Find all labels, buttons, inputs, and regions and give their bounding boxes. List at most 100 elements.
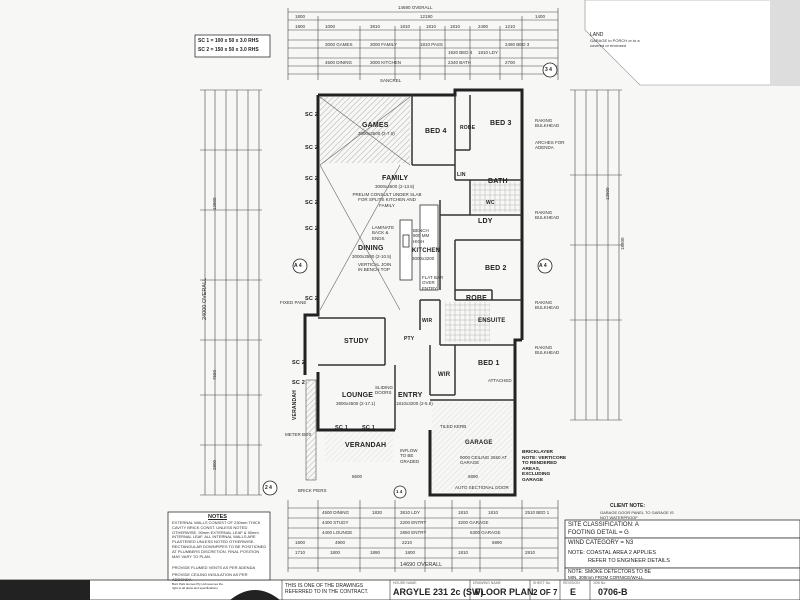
notes-text: EXTERNAL WALLS CONSIST OF 230mm THICK CA…	[172, 520, 267, 559]
top-room-pass: 1810 PASS	[420, 42, 443, 47]
top-dim-2700: 2700	[505, 60, 516, 65]
drawing-name-label: DRAWING NAME	[473, 581, 501, 585]
notes-title: NOTES	[208, 514, 227, 520]
top-room-ldy: 1810 LDY	[478, 50, 499, 55]
room-garage: GARAGE	[465, 440, 493, 446]
room-wc: WC	[486, 200, 495, 206]
job-label: JOB No.	[593, 581, 607, 585]
room-family: FAMILY	[382, 175, 409, 182]
site-coastal: NOTE: COASTAL AREA 2 APPLIES	[568, 550, 657, 556]
house-name: ARGYLE 231 2c (SW)	[393, 587, 484, 597]
legend-sc2: SC 2 = 150 x 50 x 3.0 RHS	[198, 47, 259, 53]
left-low-dim: 2800	[212, 459, 217, 470]
site-smoke-2: MIN. 300mm FROM CORNICE/WALL	[568, 575, 644, 580]
room-robe: ROBE	[466, 295, 488, 302]
room-family-size: 3000x4500 (2-13.5)	[375, 184, 415, 189]
revision: E	[570, 587, 577, 597]
bottom-r5-1: 1710	[295, 550, 306, 555]
bottom-r1-5: 1810	[488, 510, 499, 515]
top-dim-10: 1400	[535, 14, 546, 19]
pantry-note: PRELIM CONSULT UNDER SLAB FOR SPLITS KIT…	[352, 192, 422, 208]
top-dim-7: 1810	[450, 24, 461, 29]
legend-sc1: SC 1 = 100 x 50 x 3.0 RHS	[198, 38, 259, 44]
room-study: STUDY	[344, 338, 369, 345]
drawing-name: FLOOR PLAN	[475, 587, 534, 597]
room-verandah-side: VERANDAH	[292, 390, 298, 420]
room-lin: LIN	[457, 172, 466, 178]
bottom-r4-4: 6890	[492, 540, 503, 545]
top-dimension-lines	[287, 8, 559, 80]
bottom-r3-3: 6300 GARAGE	[470, 530, 501, 535]
bottom-dimension-lines	[287, 500, 559, 572]
ceiling-note: 9000 CEILING 2550 AT GARAGE	[460, 455, 507, 466]
bottom-r5-6: 2810	[525, 550, 536, 555]
room-kitchen: KITCHEN	[412, 248, 441, 254]
room-dining-size: 3000x3500 (2-10.5)	[352, 254, 392, 259]
internal-walls	[318, 95, 522, 430]
laminate-note: LAMINATE BACK & ENDS	[372, 225, 395, 241]
ceiling-diagonals	[319, 96, 411, 311]
room-wir: WIR	[438, 372, 451, 378]
room-bed1: BED 1	[478, 360, 500, 367]
bottom-r4-1: 1800	[295, 540, 306, 545]
bottom-r2-2: 2200 ENTRY	[400, 520, 427, 525]
bench-note: BENCH 900 MM HIGH	[413, 228, 430, 244]
right-dimension-lines	[570, 89, 622, 421]
top-dim-2: 1800	[295, 24, 306, 29]
marker-a4-left: A 4	[294, 263, 302, 269]
top-room-family: 3000 FAMILY	[370, 42, 397, 47]
bottom-r1-3: 3810 LDY	[400, 510, 421, 515]
meter-box-note: METER BOX	[285, 432, 312, 437]
top-room-bed4: 1920 BED 4	[448, 50, 473, 55]
bottom-garage-width: 6890	[468, 474, 479, 479]
sc1-label-b: SC 1	[362, 425, 376, 431]
right-top-dim: 18600	[620, 237, 625, 250]
room-dining: DINING	[358, 245, 384, 252]
bottom-r4-2: 4900	[335, 540, 346, 545]
kitchen-bench	[399, 204, 439, 291]
sc2-label-c: SC 2	[305, 176, 319, 182]
top-mods: SANCREL	[380, 78, 402, 83]
top-dim-1: 1800	[295, 14, 306, 19]
tiled-kerb-note: TILED KERB	[440, 424, 467, 429]
room-verandah: VERANDAH	[345, 442, 387, 449]
room-wir-2: WIR	[422, 318, 433, 324]
top-sub-dimension: 12190	[420, 14, 433, 19]
room-lounge: LOUNGE	[342, 392, 374, 399]
bottom-r3-2: 2850 ENTRY	[400, 530, 427, 535]
bottom-left-width: 8600	[352, 474, 363, 479]
site-classification: SITE CLASSIFICATION: A	[568, 522, 639, 528]
left-mid-dim: 7550	[212, 369, 217, 380]
bottom-r1-1: 4500 DINING	[322, 510, 350, 515]
section-markers	[262, 62, 558, 499]
external-walls	[303, 88, 524, 497]
raking-bulkhead-4: RAKING BULKHEAD	[535, 345, 560, 356]
room-ensuite: ENSUITE	[478, 318, 506, 324]
top-dim-5: 1810	[400, 24, 411, 29]
marker-a4-right: A 4	[539, 263, 547, 269]
room-bed2: BED 2	[485, 265, 507, 272]
bottom-r5-2: 1800	[330, 550, 341, 555]
sc2-label-g: SC 2	[292, 360, 306, 366]
attached-note: ATTACHED	[488, 378, 512, 383]
room-lounge-size: 3800x4500 (2-17.1)	[336, 401, 376, 406]
top-room-dining: 4500 DINING	[325, 60, 353, 65]
fixed-pane-note: FIXED PANE	[280, 300, 307, 305]
sc2-label-a: SC 2	[305, 112, 319, 118]
brick-piers-note: BRICK PIERS	[298, 488, 327, 493]
room-entry-size: 1810x3200 (2-5.8)	[396, 401, 433, 406]
top-room-kitchen: 3000 KITCHEN	[370, 60, 402, 65]
auto-door-note: AUTO SECTIONAL DOOR	[455, 485, 509, 490]
arches-note: ARCHES FOR ADENDA	[535, 140, 565, 151]
sheet-label: SHEET No.	[533, 581, 552, 585]
room-robe-bed4: ROBE	[460, 125, 476, 131]
left-top-dim: 12800	[212, 197, 217, 210]
flat-bar-note: FLAT BAR OVER ENTRY	[422, 275, 444, 291]
site-wind: WIND CATEGORY = N3	[568, 540, 634, 546]
client-note-text: GARAGE DOOR PANEL TO GARAGE IS NOT WATER…	[600, 510, 674, 521]
sliding-doors-note: SLIDING DOORS	[375, 385, 394, 396]
room-games-size: 3000x3500 (2-7.0)	[358, 131, 395, 136]
room-bath: BATH	[488, 178, 508, 185]
